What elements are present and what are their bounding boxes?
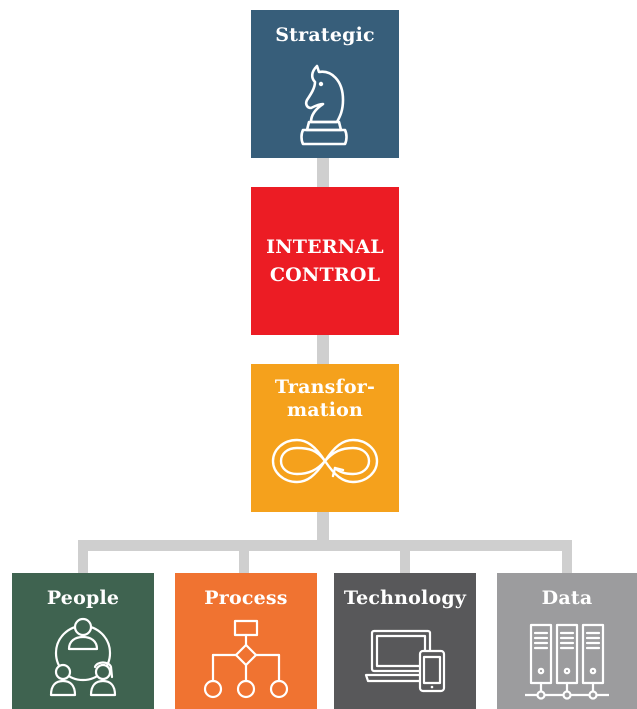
node-transformation-line2: mation: [286, 399, 364, 421]
node-transformation-line1: Transfor-: [274, 376, 376, 398]
people-network-icon: [48, 615, 118, 705]
server-racks-icon: [525, 623, 609, 707]
node-internal-control: INTERNAL CONTROL: [251, 187, 399, 335]
node-internal-control-line1: INTERNAL: [266, 236, 384, 258]
node-strategic-label: Strategic: [275, 24, 375, 46]
node-technology: Technology: [334, 573, 476, 709]
node-internal-control-line2: CONTROL: [269, 264, 381, 286]
connector-people: [78, 540, 88, 573]
connector-data: [562, 540, 572, 573]
connector-process: [239, 540, 249, 573]
node-data: Data: [497, 573, 637, 709]
connector-horizontal-bar: [78, 540, 572, 551]
node-process: Process: [175, 573, 317, 709]
laptop-tablet-icon: [364, 627, 448, 693]
process-flowchart-icon: [199, 617, 293, 701]
connector-technology: [400, 540, 410, 573]
node-technology-label: Technology: [343, 587, 467, 609]
node-strategic: Strategic: [251, 10, 399, 158]
node-people: People: [12, 573, 154, 709]
node-data-label: Data: [541, 587, 593, 609]
connector-internal-transformation: [317, 335, 329, 365]
node-process-label: Process: [204, 587, 288, 609]
infinity-arrows-icon: [267, 432, 383, 490]
node-transformation: Transfor- mation: [251, 364, 399, 512]
node-people-label: People: [46, 587, 120, 609]
connector-strategic-internal: [317, 158, 329, 188]
connector-transformation-branch: [317, 512, 329, 542]
chess-knight-icon: [297, 60, 353, 152]
